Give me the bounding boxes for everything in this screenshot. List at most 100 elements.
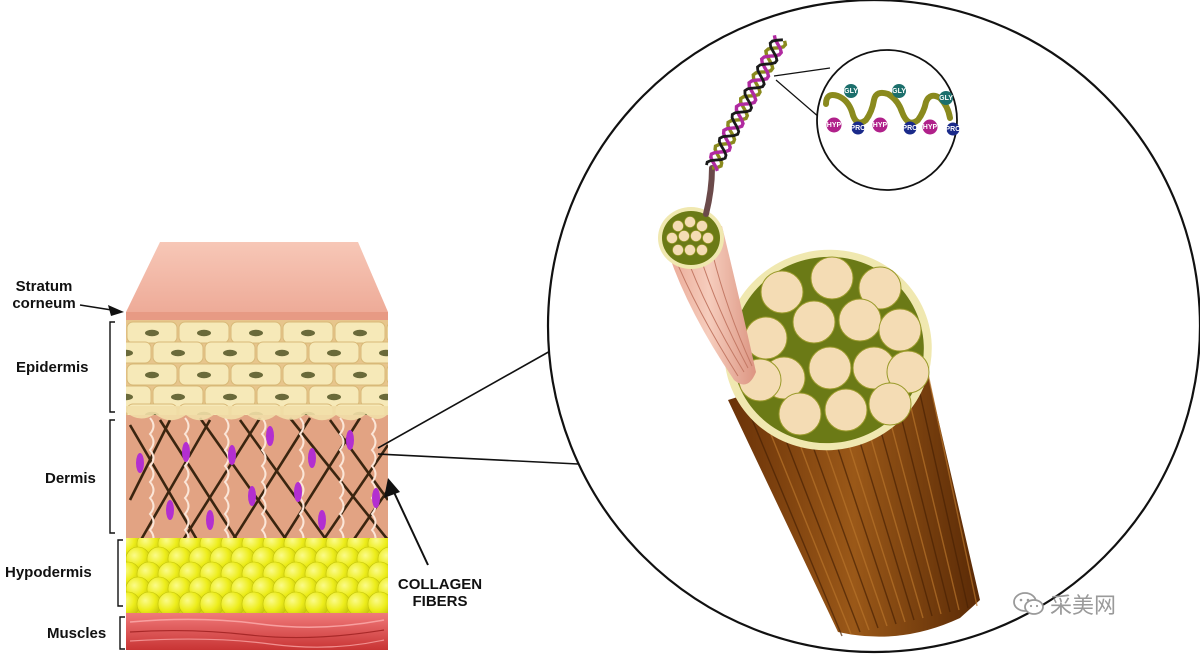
triple-helix [705, 34, 788, 172]
bundle-streak [923, 354, 978, 607]
hyp-bead [922, 119, 938, 135]
hyp-bead [872, 117, 888, 133]
fat-cell [220, 591, 246, 614]
cell-nucleus [126, 349, 133, 357]
hyp-label: HYP [873, 122, 888, 129]
collagen-fiber-line [158, 419, 242, 545]
fibroblast-cell [136, 453, 144, 473]
label-epidermis: Epidermis [16, 359, 89, 376]
hyp-label: HYP [827, 122, 842, 129]
cell-nucleus [379, 349, 388, 357]
microfibril [672, 244, 684, 256]
epidermis-cell [75, 322, 125, 343]
collagen-fiber-line [318, 444, 388, 545]
helix-strand-black [705, 38, 783, 166]
fibroblast-cell [228, 445, 236, 465]
label-muscles: Muscles [47, 625, 107, 642]
collagen-fiber-line [288, 417, 388, 541]
epidermis-cell [386, 365, 388, 384]
microfibril [684, 244, 696, 256]
epidermis-dermis-boundary [126, 406, 388, 421]
fat-cell [367, 591, 388, 614]
gly-label: GLY [939, 95, 953, 102]
microfibril [666, 232, 678, 244]
stratum-corneum-layer [126, 312, 388, 320]
cell-nucleus [145, 329, 159, 337]
label-collagen-line1: COLLAGEN [397, 576, 483, 593]
label-stratum-corneum: Stratum corneum [0, 278, 88, 312]
collagen-fiber-line [228, 417, 312, 545]
fibril-cross-section [868, 382, 912, 426]
label-dermis: Dermis [45, 470, 96, 487]
microfibril [678, 230, 690, 242]
microfibril [684, 216, 696, 228]
fibroblast-cell [318, 510, 326, 530]
fibroblast-cell [206, 510, 214, 530]
elastin-fiber [260, 417, 267, 545]
watermark-text: 采美网 [1050, 594, 1117, 619]
fat-cell [199, 591, 225, 614]
label-collagen-fibers: COLLAGEN FIBERS [382, 576, 498, 610]
helix-strand-purple [709, 34, 784, 172]
cell-nucleus [327, 393, 341, 401]
epidermis-cell [75, 404, 125, 425]
fibril-cross-section [810, 256, 854, 300]
label-stratum-line2: corneum [12, 295, 76, 312]
fat-cell [157, 591, 183, 614]
cell-nucleus [431, 350, 445, 356]
fat-cell [241, 591, 267, 614]
cell-nucleus [93, 372, 107, 378]
collagen-arrow [384, 478, 429, 566]
fibril-cross-section [838, 298, 882, 342]
label-hypodermis: Hypodermis [5, 564, 92, 581]
cell-nucleus [353, 329, 367, 337]
bundle-streak [911, 357, 969, 609]
fibroblast-cell [166, 500, 174, 520]
stratum-arrow [79, 304, 124, 316]
gly-label: GLY [844, 88, 858, 95]
zoom-lines [377, 349, 579, 465]
collagen-fiber-line [128, 419, 172, 501]
epidermis-cell [413, 342, 463, 363]
hyp-bead [826, 117, 842, 133]
cell-nucleus [405, 412, 419, 418]
fibroblast-cell [308, 448, 316, 468]
elastin-fiber [338, 417, 345, 545]
fat-cell [136, 591, 162, 614]
elastin-fiber [298, 417, 305, 545]
fat-cell [262, 591, 288, 614]
cell-nucleus [171, 393, 185, 401]
collagen-fiber-line [238, 419, 332, 545]
pro-label: PRO [902, 125, 918, 132]
bundle-streak [755, 396, 852, 635]
fibroblast-cell [266, 426, 274, 446]
bundle-streak [743, 399, 843, 637]
cell-nucleus [126, 393, 133, 401]
label-brackets [109, 321, 125, 650]
collagen-fibril [658, 207, 756, 385]
collagen-fiber-bundle [724, 249, 980, 637]
dermis-layer [126, 415, 388, 545]
fat-cell [325, 591, 351, 614]
pro-label: PRO [945, 126, 961, 133]
cell-nucleus [275, 349, 289, 357]
pro-bead [903, 121, 917, 135]
cell-nucleus [223, 393, 237, 401]
cell-nucleus [431, 394, 445, 400]
muscle-layer [126, 613, 388, 650]
epidermis-cell [386, 323, 388, 342]
pro-label: PRO [850, 125, 866, 132]
fat-cell [283, 591, 309, 614]
microfibril [696, 220, 708, 232]
label-stratum-line1: Stratum [15, 278, 73, 295]
stratum-corneum-top [126, 242, 388, 312]
cell-nucleus [327, 349, 341, 357]
collagen-fiber-line [136, 419, 212, 545]
cell-nucleus [93, 330, 107, 336]
microfibril [672, 220, 684, 232]
fat-cell [178, 591, 204, 614]
cell-nucleus [353, 371, 367, 379]
epidermis-cell [360, 341, 388, 364]
fibroblast-cell [346, 430, 354, 450]
amino-acid-chain [823, 89, 953, 126]
